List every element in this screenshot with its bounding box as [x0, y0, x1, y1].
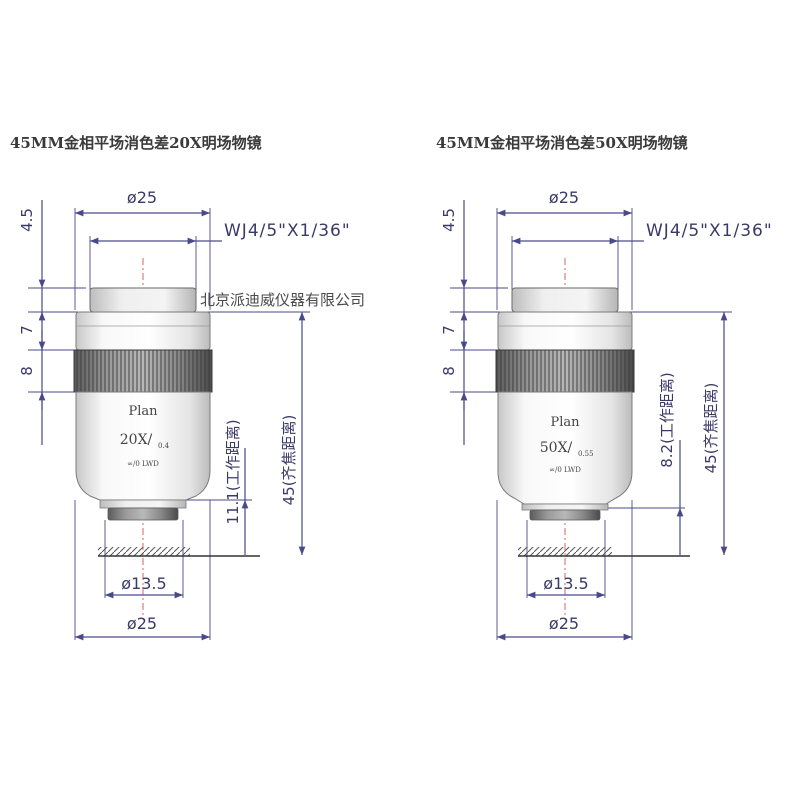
objective-body: Plan 20X/ 0.4 ∞/0 LWD — [73, 287, 213, 521]
dim-top-label: 4.5 — [440, 208, 458, 232]
objective-50x: 45MM金相平场消色差50X明场物镜 ø25 WJ4/5"X1/36" — [436, 134, 773, 641]
specimen-plane — [518, 547, 612, 556]
objective-title: 45MM金相平场消色差50X明场物镜 — [436, 134, 688, 152]
lens-engraving-mag: 50X/ — [540, 440, 573, 456]
dim-knurl-label: 8 — [440, 366, 458, 376]
parfocal-label: 45(齐焦距离) — [702, 383, 720, 474]
thread-label: WJ4/5"X1/36" — [224, 221, 351, 241]
lens-engraving-plan: Plan — [128, 404, 158, 419]
dim-top-label: 4.5 — [18, 208, 36, 232]
extension-lines — [28, 208, 310, 640]
lens-engraving-na: 0.55 — [578, 450, 594, 458]
watermark-text: 北京派迪威仪器有限公司 — [200, 291, 365, 309]
lens-engraving-na: 0.4 — [158, 442, 170, 450]
specimen-plane — [98, 547, 190, 556]
objective-body: Plan 50X/ 0.55 ∞/0 LWD — [495, 287, 635, 521]
parfocal-label: 45(齐焦距离) — [280, 415, 298, 506]
working-distance-label: 8.2(工作距离) — [658, 372, 676, 468]
dim-knurl-label: 8 — [18, 366, 36, 376]
top-diameter-label: ø25 — [127, 188, 157, 207]
lens-engraving-plan: Plan — [550, 415, 580, 430]
bottom-diameter-label: ø25 — [549, 614, 579, 633]
dim-collar-label: 7 — [18, 325, 36, 335]
front-diameter-label: ø13.5 — [543, 574, 588, 593]
thread-label: WJ4/5"X1/36" — [646, 221, 773, 241]
working-distance-label: 11.1(工作距离) — [224, 419, 242, 524]
bottom-diameter-label: ø25 — [127, 614, 157, 633]
objective-title: 45MM金相平场消色差20X明场物镜 — [10, 134, 262, 152]
extension-lines — [450, 208, 732, 640]
front-diameter-label: ø13.5 — [121, 574, 166, 593]
lens-engraving-mag: 20X/ — [120, 432, 153, 448]
lens-engraving-small: ∞/0 LWD — [549, 466, 581, 474]
top-diameter-label: ø25 — [549, 188, 579, 207]
dim-collar-label: 7 — [440, 325, 458, 335]
objective-20x: 45MM金相平场消色差20X明场物镜 ø25 WJ4/5"X1/36" — [10, 134, 351, 641]
lens-engraving-small: ∞/0 LWD — [127, 460, 159, 468]
